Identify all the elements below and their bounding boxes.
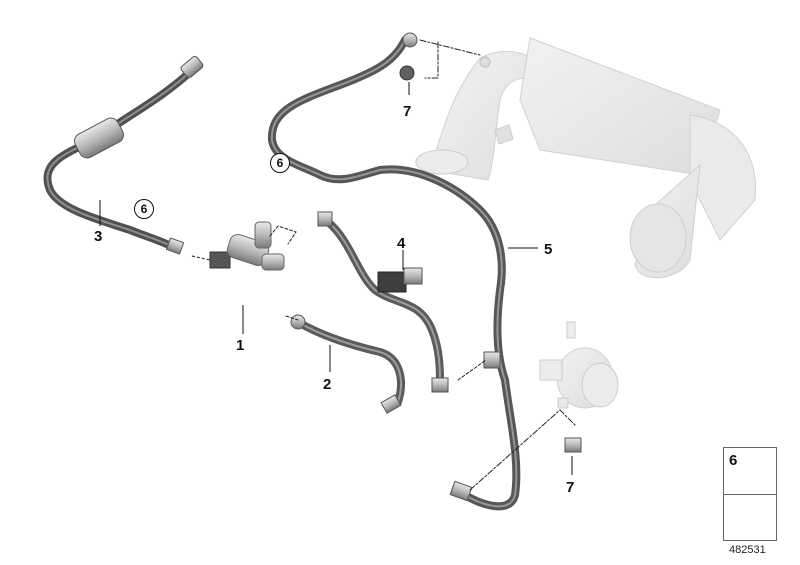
callout-7-lower[interactable]: 7 (566, 479, 575, 496)
callout-3[interactable]: 3 (94, 228, 103, 245)
hose-2 (285, 314, 405, 414)
purge-valve-1 (191, 221, 285, 271)
plug-7-upper (399, 65, 415, 95)
legend-item-number: 6 (729, 452, 738, 469)
callout-4[interactable]: 4 (397, 235, 406, 252)
legend-clip-cell: 6 (724, 448, 776, 495)
diagram-id: 482531 (729, 544, 766, 556)
air-intake-duct (415, 37, 757, 279)
line-3-with-filter (43, 55, 204, 255)
legend-box: 6 (723, 447, 777, 541)
hose-5 (267, 32, 576, 511)
plug-7-lower (564, 437, 582, 475)
circled-ref-6-hose5[interactable]: 6 (270, 153, 290, 173)
hose-with-sensor-4 (269, 211, 449, 393)
callout-2[interactable]: 2 (323, 376, 332, 393)
callout-7-upper[interactable]: 7 (403, 103, 412, 120)
callout-5[interactable]: 5 (544, 241, 553, 258)
callout-1[interactable]: 1 (236, 337, 245, 354)
throttle-valve-ghost (539, 321, 619, 409)
leader-lines (99, 200, 538, 372)
circled-ref-6-line3[interactable]: 6 (134, 199, 154, 219)
